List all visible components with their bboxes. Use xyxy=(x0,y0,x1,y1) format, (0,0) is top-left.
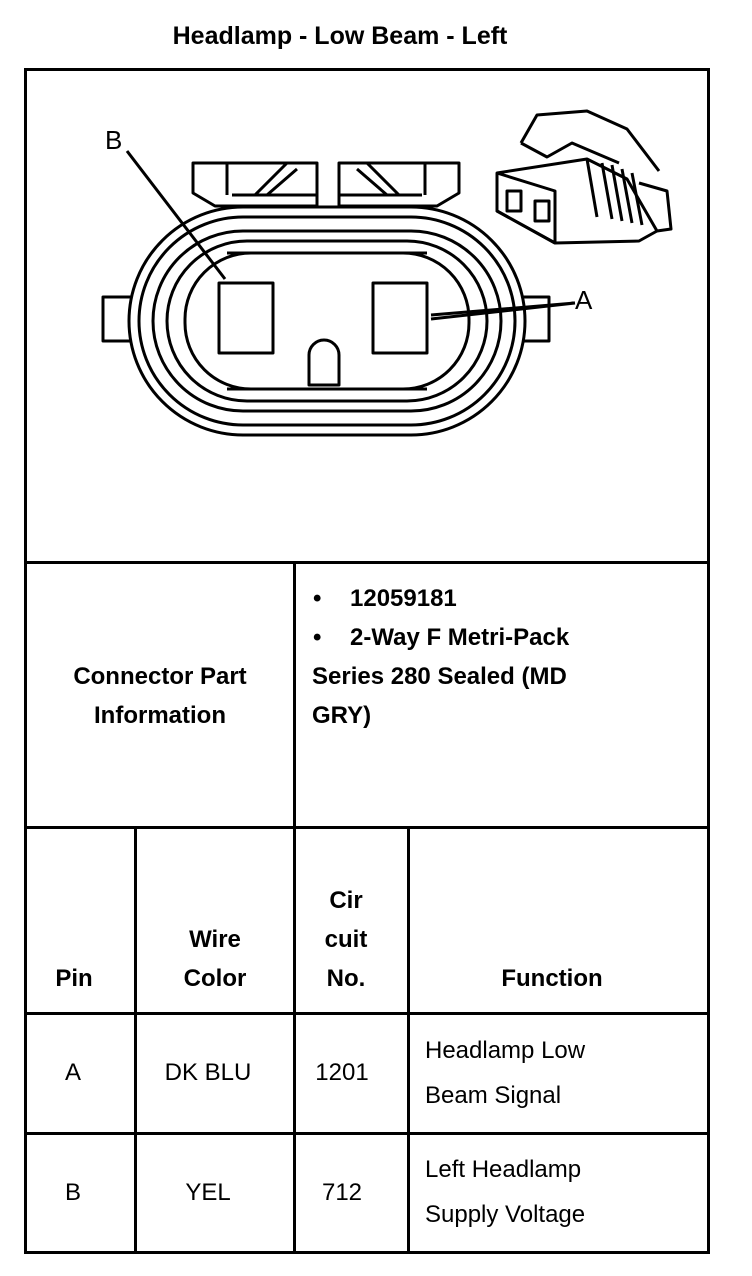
header-circuit-line1: Cir xyxy=(329,887,363,914)
connector-description-line2: Series 280 Sealed (MD xyxy=(312,663,567,690)
housing-ring-4 xyxy=(165,239,489,403)
row-b-wire-color: YEL xyxy=(185,1179,231,1206)
row-a-function: Headlamp Low Beam Signal xyxy=(425,1028,585,1118)
polarizing-key xyxy=(307,338,341,387)
row-b-pin: B xyxy=(64,1179,81,1206)
pin-label-b: B xyxy=(105,125,122,155)
latch-tab-left xyxy=(191,161,319,208)
connector-info-label-line2: Information xyxy=(94,702,226,729)
terminal-cavity-b xyxy=(217,281,275,355)
header-wire-color-line2: Color xyxy=(183,965,247,992)
col-divider-2 xyxy=(293,826,296,1254)
divider-row-1 xyxy=(24,1132,710,1135)
divider-info xyxy=(24,826,710,829)
header-circuit-line3: No. xyxy=(326,965,366,992)
bullet-1: • xyxy=(313,585,322,612)
connector-info-label-line1: Connector Part xyxy=(73,663,247,690)
leader-line-a xyxy=(430,301,576,321)
connector-description-line3: GRY) xyxy=(312,702,372,729)
row-a-wire-color: DK BLU xyxy=(164,1059,252,1086)
connector-3d-inset xyxy=(495,109,673,245)
row-a-circuit: 1201 xyxy=(315,1059,369,1086)
row-b-function-line2: Supply Voltage xyxy=(425,1201,586,1228)
connector-description-line1: 2-Way F Metri-Pack xyxy=(350,624,570,651)
divider-diagram xyxy=(24,561,710,564)
header-function: Function xyxy=(501,965,603,992)
bullet-2: • xyxy=(313,624,322,651)
row-a-function-line2: Beam Signal xyxy=(425,1082,562,1109)
housing-outer xyxy=(127,205,527,437)
col-divider-3 xyxy=(407,826,410,1254)
connector-face-diagram: B A xyxy=(101,109,673,437)
header-wire-color: Wire Color xyxy=(137,920,293,998)
connector-info-label: Connector Part Information xyxy=(27,657,293,735)
row-b-function: Left Headlamp Supply Voltage xyxy=(425,1147,585,1237)
divider-header xyxy=(24,1012,710,1015)
housing-ring-3 xyxy=(151,229,503,413)
page-title: Headlamp - Low Beam - Left xyxy=(172,22,508,50)
header-pin: Pin xyxy=(55,965,93,992)
connector-table-frame xyxy=(24,68,710,1254)
header-circuit: Cir cuit No. xyxy=(296,881,396,998)
header-wire-color-line1: Wire xyxy=(189,926,241,953)
row-b-circuit: 712 xyxy=(321,1179,363,1206)
leader-line-b xyxy=(125,150,227,280)
header-circuit-line2: cuit xyxy=(324,926,368,953)
housing-ring-2 xyxy=(137,215,517,427)
terminal-cavity-a xyxy=(371,281,429,355)
part-number: 12059181 xyxy=(350,585,457,612)
row-a-pin: A xyxy=(64,1059,81,1086)
row-b-function-line1: Left Headlamp xyxy=(425,1156,582,1183)
pin-label-a: A xyxy=(575,285,593,315)
divider-info-col xyxy=(293,561,296,827)
col-divider-1 xyxy=(134,826,137,1254)
row-a-function-line1: Headlamp Low xyxy=(425,1037,586,1064)
latch-tab-right xyxy=(337,161,461,208)
